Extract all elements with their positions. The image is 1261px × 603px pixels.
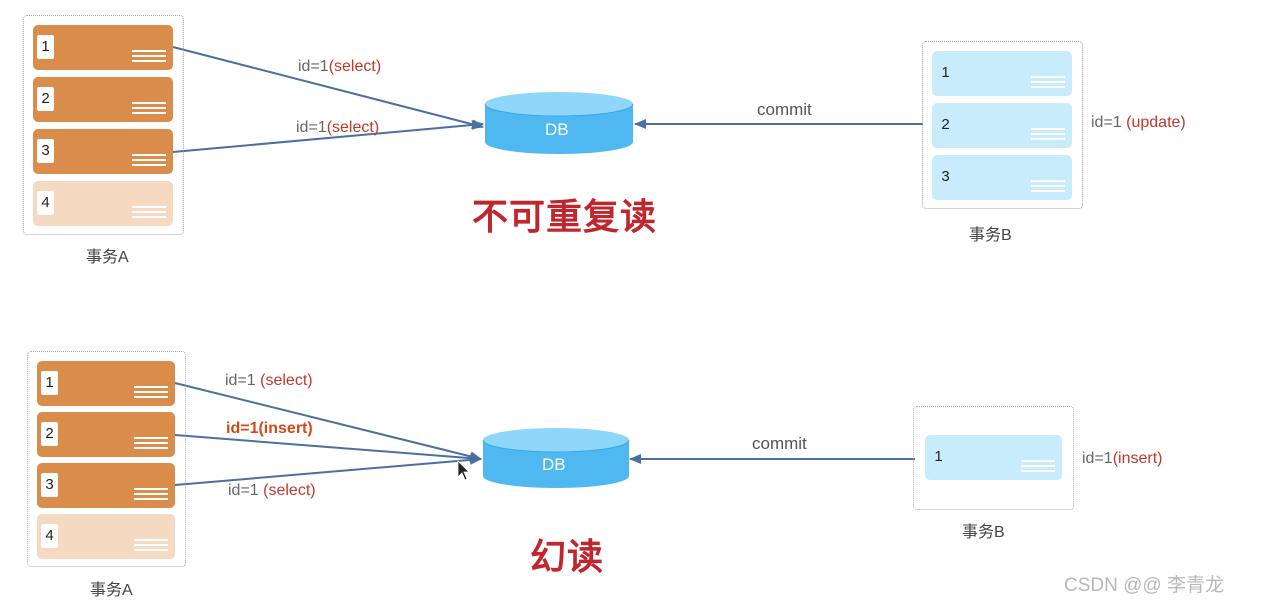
txn-a-step: 1 xyxy=(33,25,173,70)
lines-icon xyxy=(1031,125,1065,140)
lines-icon xyxy=(1031,73,1065,88)
transaction-b-box xyxy=(922,41,1083,209)
step-number: 2 xyxy=(941,116,950,133)
query-label: id=1(insert) xyxy=(226,420,313,437)
lines-icon xyxy=(134,485,168,500)
step-number: 1 xyxy=(934,448,943,465)
transaction-a-box xyxy=(23,15,184,235)
txn-a-step: 4 xyxy=(37,514,175,559)
lines-icon xyxy=(134,383,168,398)
arrow-a3-to-db xyxy=(172,120,484,153)
txn-a-step: 4 xyxy=(33,181,173,226)
insert-label: id=1(insert) xyxy=(1082,450,1163,467)
step-number: 2 xyxy=(41,422,58,446)
transaction-b-caption: 事务B xyxy=(969,227,1012,244)
transaction-a-box xyxy=(27,351,186,567)
step-number: 3 xyxy=(941,168,950,185)
lines-icon xyxy=(132,203,166,218)
step-number: 1 xyxy=(41,371,58,395)
query-label: id=1(select) xyxy=(298,58,382,75)
lines-icon xyxy=(134,536,168,551)
txn-a-step: 2 xyxy=(37,412,175,457)
step-number: 2 xyxy=(37,87,54,111)
commit-label: commit xyxy=(757,100,812,119)
transaction-b-box xyxy=(913,406,1074,510)
step-number: 3 xyxy=(41,473,58,497)
txn-b-step: 1 xyxy=(925,435,1062,480)
lines-icon xyxy=(1031,177,1065,192)
txn-a-step: 3 xyxy=(37,463,175,508)
txn-b-step: 2 xyxy=(932,103,1072,148)
txn-a-step: 2 xyxy=(33,77,173,122)
step-number: 3 xyxy=(37,139,54,163)
step-number: 4 xyxy=(41,524,58,548)
lines-icon xyxy=(132,47,166,62)
arrow-a1-to-db xyxy=(172,46,484,130)
section-title: 幻读 xyxy=(530,536,605,577)
section-title: 不可重复读 xyxy=(472,196,658,237)
txn-a-step: 1 xyxy=(37,361,175,406)
db-cylinder xyxy=(484,92,634,154)
db-cylinder xyxy=(482,428,630,488)
query-label: id=1(select) xyxy=(296,119,380,136)
step-number: 4 xyxy=(37,191,54,215)
step-number: 1 xyxy=(941,64,950,81)
transaction-a-caption: 事务A xyxy=(86,249,129,266)
db-label: DB xyxy=(545,120,569,139)
query-label: id=1 (select) xyxy=(225,372,313,389)
query-label: id=1 (select) xyxy=(228,482,316,499)
update-label: id=1 (update) xyxy=(1091,114,1186,131)
txn-a-step: 3 xyxy=(33,129,173,174)
mouse-cursor-icon xyxy=(457,460,470,481)
db-label: DB xyxy=(542,455,566,474)
lines-icon xyxy=(132,151,166,166)
lines-icon xyxy=(132,99,166,114)
commit-label: commit xyxy=(752,434,807,453)
watermark: CSDN @@ 李青龙 xyxy=(1064,575,1224,596)
txn-b-step: 3 xyxy=(932,155,1072,200)
arrow-a1-to-db-2 xyxy=(174,382,482,462)
step-number: 1 xyxy=(37,35,54,59)
txn-b-step: 1 xyxy=(932,51,1072,96)
transaction-a-caption: 事务A xyxy=(90,582,133,599)
arrow-a3-to-db-2 xyxy=(174,454,482,486)
transaction-b-caption: 事务B xyxy=(962,524,1005,541)
lines-icon xyxy=(134,434,168,449)
arrow-a2-to-db-2 xyxy=(174,434,482,464)
lines-icon xyxy=(1021,457,1055,472)
